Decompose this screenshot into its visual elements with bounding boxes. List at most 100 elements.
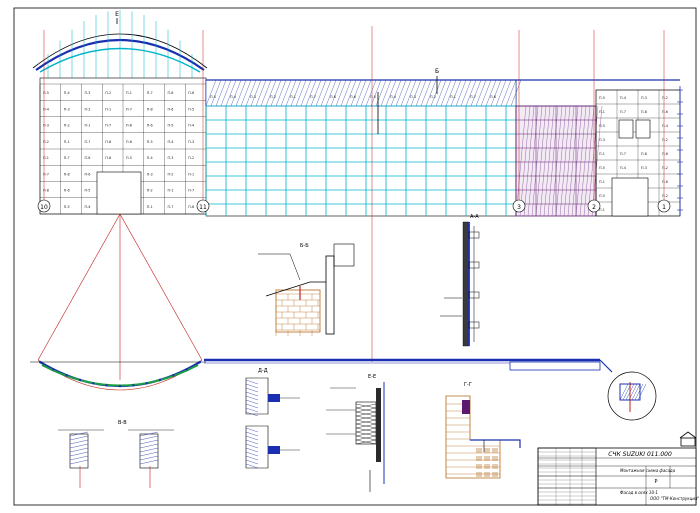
panel-code: П-8 — [43, 189, 49, 193]
panel-code: П-7 — [310, 95, 316, 99]
section-bracket — [468, 321, 480, 329]
panel-code: П-2 — [662, 96, 668, 100]
window-2 — [635, 119, 651, 139]
clip-hatch-line — [69, 451, 89, 457]
panel-code: П-5 — [188, 107, 194, 111]
stamp-box — [537, 447, 597, 506]
brick-block — [492, 464, 498, 469]
panel-code: П-3 — [599, 138, 605, 142]
arc-node — [185, 368, 188, 371]
detail-e-e: Е-Е — [326, 374, 385, 492]
panel-code: П-5 — [43, 91, 49, 95]
hatch-line — [410, 79, 422, 107]
plan-arc-ticks — [38, 360, 202, 388]
left-stamp-rows — [537, 447, 597, 506]
axis-label-10: 10 — [40, 204, 48, 211]
panel-code: П-8 — [168, 91, 174, 95]
clip-hatch-line — [69, 431, 89, 437]
hatch-line — [455, 79, 467, 107]
hatch-line — [475, 79, 487, 107]
insulation-hatch-line — [355, 411, 377, 417]
clamp-hatch-line — [245, 451, 259, 457]
hatch-line — [415, 79, 427, 107]
panel-code: П-2 — [64, 124, 70, 128]
hatch-line — [210, 79, 222, 107]
arc-node — [198, 360, 202, 364]
hatch-line — [330, 79, 342, 107]
panel-code: П-2 — [188, 156, 194, 160]
panel-code: П-1 — [599, 110, 605, 114]
brick-block — [484, 464, 490, 469]
brick-block — [484, 472, 490, 477]
hatch-line — [285, 79, 297, 107]
axis-label-2: 2 — [592, 204, 596, 211]
panel-code: П-6 — [188, 91, 194, 95]
section-brackets — [468, 231, 480, 329]
axis-bubble-2 — [587, 199, 601, 213]
clip-hatch-line — [139, 459, 159, 465]
panel-code: П-6 — [662, 110, 668, 114]
clamp-hatch-line — [245, 403, 259, 409]
panel-code: П-3 — [641, 96, 647, 100]
panel-code: П-1 — [599, 180, 605, 184]
clamp-hatch-line — [245, 443, 259, 449]
clip-hatch-line — [139, 451, 159, 457]
insulation-hatch-line — [355, 415, 377, 421]
panel-code: П-4 — [43, 107, 49, 111]
cladding-hatch-line — [555, 105, 567, 217]
panel-code: П-6 — [662, 180, 668, 184]
clamp-hatch-line — [245, 395, 259, 401]
corner-bracket — [462, 400, 470, 414]
panel-code: П-1 — [43, 156, 49, 160]
detail-a-a: А-А — [440, 214, 480, 347]
panel-code: П-8 — [641, 110, 647, 114]
panel-code: П-4 — [662, 124, 668, 128]
tb-company: ООО "ТМ-Конструкция" — [650, 496, 699, 501]
panel-code: П-4 — [230, 95, 236, 99]
clip-hatch-line — [139, 447, 159, 453]
cladding-hatch-line — [583, 105, 595, 217]
clamp-hatch-line — [245, 379, 259, 385]
panel-code: П-5 — [64, 205, 70, 209]
callout-hatch-line — [637, 383, 647, 401]
arc-node — [105, 384, 108, 387]
panel-code: П-3 — [64, 107, 70, 111]
window-1 — [618, 119, 634, 139]
panel-code: П-7 — [168, 205, 174, 209]
brick-block — [492, 456, 498, 461]
panel-code: П-1 — [147, 205, 153, 209]
clip-right — [139, 433, 159, 469]
clamp-hatch-line — [245, 435, 259, 441]
insulation-hatch-line — [355, 435, 377, 441]
panel-code: П-4 — [188, 124, 194, 128]
hatch-line — [350, 79, 362, 107]
clip-hatch-line — [69, 443, 89, 449]
insulation-hatch-line — [355, 403, 377, 409]
clip-hatch-line — [69, 435, 89, 441]
hatch-line — [360, 79, 372, 107]
clamp-hatch-line — [245, 431, 259, 437]
detail-e-e-title: Е-Е — [368, 374, 376, 380]
hatch-line — [250, 79, 262, 107]
panel-code: П-2 — [662, 194, 668, 198]
panel-code: П-7 — [470, 95, 476, 99]
clamp-hatch-line — [245, 407, 259, 413]
detail-a-a-title: А-А — [470, 214, 479, 220]
hatch-line — [320, 79, 332, 107]
hatch-line — [445, 79, 457, 107]
cladding-hatch-line — [591, 105, 603, 217]
clamp-hatch-line — [245, 447, 259, 453]
sheet-frame — [13, 7, 697, 506]
panel-code: П-6 — [662, 152, 668, 156]
clip-hatch-line — [139, 455, 159, 461]
glass-curtain-grid — [205, 105, 516, 216]
panel-code: П-7 — [85, 140, 91, 144]
hatch-line — [420, 79, 432, 107]
clamp-hatch-line — [245, 427, 259, 433]
clip-hatch-line — [69, 455, 89, 461]
hatch-line — [380, 79, 392, 107]
axis-bubble-10 — [37, 199, 51, 213]
insulation-hatch-line — [355, 419, 377, 425]
axis-label-11: 11 — [199, 204, 207, 211]
hatch-line — [295, 79, 307, 107]
